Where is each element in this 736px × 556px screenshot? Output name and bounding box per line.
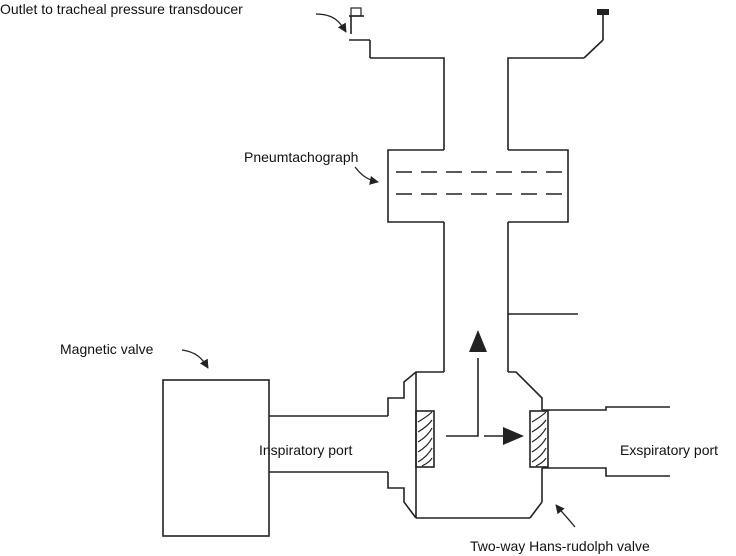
outlet-label: Outlet to tracheal pressure transdoucer — [0, 1, 243, 17]
pneumotachograph-label: Pneumtachograph — [244, 149, 358, 165]
hans-rudolph-valve-label: Two-way Hans-rudolph valve — [470, 538, 650, 554]
lower-tube — [443, 222, 578, 372]
expiratory-port-label: Exspiratory port — [620, 442, 718, 458]
magnetic-valve-label: Magnetic valve — [60, 341, 154, 357]
magnetic-valve — [162, 379, 270, 537]
expiratory-tube — [542, 406, 670, 477]
pneumotachograph-leader-arrow-icon — [354, 166, 379, 185]
outlet-leader-arrow-icon — [315, 13, 347, 33]
expiratory-flap — [529, 410, 549, 468]
magnetic-valve-leader-arrow-icon — [181, 349, 209, 369]
inspiratory-port-label: Inspiratory port — [259, 442, 352, 458]
inspiratory-flap — [415, 410, 435, 468]
hans-rudolph-valve — [387, 371, 543, 519]
top-right-connector — [583, 9, 609, 59]
hans-rudolph-leader-arrow-icon — [555, 504, 576, 528]
tracheal-outlet-connector — [349, 7, 371, 58]
inspiratory-tube — [269, 415, 388, 473]
upper-tube — [370, 57, 584, 150]
pneumotachograph — [387, 149, 569, 223]
flow-arrow-icon — [446, 330, 524, 445]
